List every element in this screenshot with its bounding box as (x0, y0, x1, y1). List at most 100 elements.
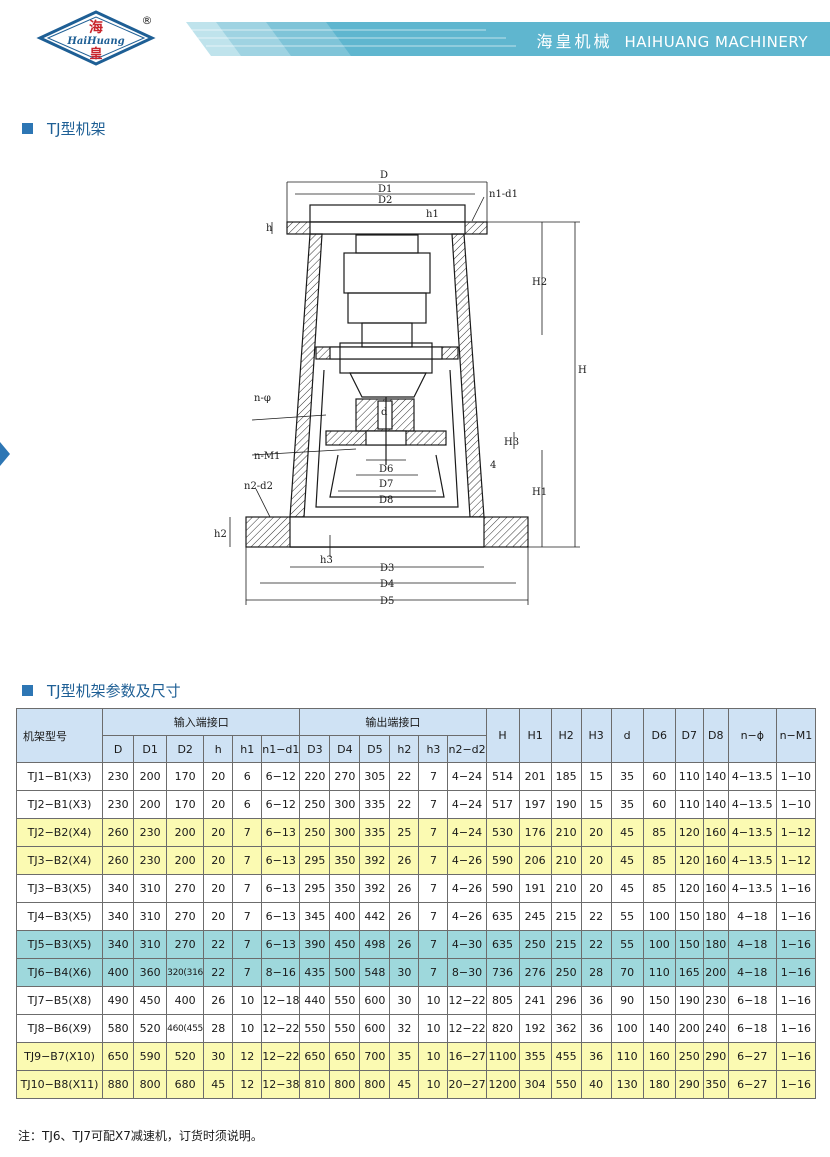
drawing-dimension-labels: D D1 D2 n1-d1 h h1 H H2 H1 H3 4 n-φ n-M1… (214, 170, 587, 607)
spec-table: 机架型号 输入端接口 输出端接口 H H1 H2 H3 d D6 D7 D8 n… (15, 708, 817, 1099)
table-cell: 35 (610, 762, 644, 791)
th-col: H (485, 708, 520, 763)
table-cell: 230 (702, 986, 729, 1015)
label-D2: D2 (378, 195, 392, 206)
table-cell: 36 (580, 986, 612, 1015)
table-cell: 435 (299, 958, 331, 987)
table-cell: 1−16 (775, 986, 817, 1015)
table-cell: 10 (418, 1042, 449, 1071)
table-cell: 1−16 (775, 930, 817, 959)
table-cell: 7 (418, 930, 449, 959)
th-col: d (610, 708, 644, 763)
table-cell: 700 (359, 1042, 391, 1071)
table-cell: 550 (329, 1014, 361, 1043)
label-D5: D5 (380, 596, 394, 607)
table-cell: 270 (166, 874, 205, 903)
th-col: H3 (580, 708, 612, 763)
table-cell: 442 (359, 902, 391, 931)
th-col: D7 (674, 708, 704, 763)
label-h3: h3 (320, 555, 333, 566)
table-cell: 210 (550, 818, 582, 847)
table-cell: 130 (610, 1070, 644, 1099)
label-D8: D8 (379, 495, 393, 506)
label-D1: D1 (378, 184, 392, 195)
logo-text-haihuang: HaiHuang (66, 36, 124, 47)
table-cell: 295 (299, 846, 331, 875)
section-title-frame: TJ型机架 (22, 118, 106, 139)
table-cell: 360 (133, 958, 168, 987)
table-cell: 55 (610, 930, 644, 959)
label-D: D (380, 170, 388, 181)
table-cell: 590 (133, 1042, 168, 1071)
table-cell: 8−16 (261, 958, 301, 987)
table-cell: 201 (518, 762, 552, 791)
table-cell: 250 (518, 930, 552, 959)
table-cell: 800 (133, 1070, 168, 1099)
table-cell: 7 (232, 818, 263, 847)
table-cell: 4−13.5 (727, 790, 777, 819)
table-cell: 10 (418, 1014, 449, 1043)
table-cell: 20 (203, 902, 234, 931)
table-cell: 1−16 (775, 902, 817, 931)
table-cell: 335 (359, 790, 391, 819)
table-cell: 140 (702, 762, 729, 791)
table-cell: 650 (329, 1042, 361, 1071)
table-cell: 192 (518, 1014, 552, 1043)
table-cell: 230 (133, 846, 168, 875)
table-cell: 548 (359, 958, 391, 987)
logo-char-bottom: 皇 (89, 46, 102, 62)
th-col: D (102, 735, 135, 763)
table-cell: 4−24 (447, 762, 487, 791)
table-cell: 290 (674, 1070, 704, 1099)
table-cell-model: TJ2−B1(X3) (15, 790, 104, 819)
table-cell: 150 (642, 986, 676, 1015)
table-cell: 85 (642, 874, 676, 903)
table-cell: 7 (418, 762, 449, 791)
th-col: D8 (702, 708, 729, 763)
table-cell: 1−10 (775, 790, 817, 819)
label-h2: h2 (214, 529, 227, 540)
table-cell: 310 (133, 902, 168, 931)
table-cell: 12−22 (261, 1042, 301, 1071)
table-cell: 180 (642, 1070, 676, 1099)
table-cell: 206 (518, 846, 552, 875)
th-col: D6 (642, 708, 676, 763)
label-H1: H1 (532, 487, 547, 498)
table-cell: 30 (389, 958, 420, 987)
table-cell: 520 (133, 1014, 168, 1043)
table-cell: 392 (359, 846, 391, 875)
table-cell: 300 (329, 818, 361, 847)
table-cell: 880 (102, 1070, 135, 1099)
table-cell-model: TJ5−B3(X5) (15, 930, 104, 959)
table-cell: 392 (359, 874, 391, 903)
table-cell: 12 (232, 1042, 263, 1071)
label-n-phi: n-φ (254, 393, 271, 404)
table-cell: 22 (389, 762, 420, 791)
table-cell: 140 (642, 1014, 676, 1043)
table-cell: 6−13 (261, 902, 301, 931)
table-cell: 176 (518, 818, 552, 847)
table-cell: 85 (642, 846, 676, 875)
table-cell: 4−18 (727, 902, 777, 931)
th-col: D3 (299, 735, 331, 763)
table-cell: 4−26 (447, 902, 487, 931)
th-col: H2 (550, 708, 582, 763)
table-cell-model: TJ10−B8(X11) (15, 1070, 104, 1099)
table-cell: 200 (133, 790, 168, 819)
th-col: D1 (133, 735, 168, 763)
table-cell: 7 (232, 846, 263, 875)
table-cell: 550 (299, 1014, 331, 1043)
table-cell: 6−13 (261, 846, 301, 875)
th-col: h2 (389, 735, 420, 763)
table-cell: 4−18 (727, 930, 777, 959)
table-cell: 400 (166, 986, 205, 1015)
table-cell: 170 (166, 762, 205, 791)
th-output-group: 输出端接口 (299, 708, 487, 736)
table-cell: 230 (133, 818, 168, 847)
table-cell: 320(316) (166, 958, 205, 987)
table-cell: 250 (299, 818, 331, 847)
